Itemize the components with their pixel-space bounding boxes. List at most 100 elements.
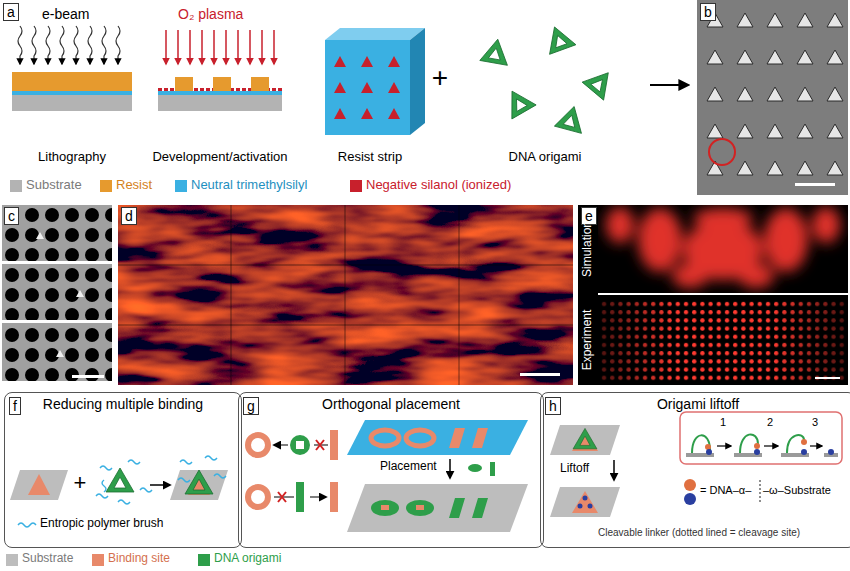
origami-liftoff-illustration-part <box>550 487 620 517</box>
panel-letter: g <box>243 397 259 415</box>
orthogonal-placement-illustration-part <box>449 498 488 518</box>
fluorescence-mosaic <box>118 205 573 385</box>
panel-letter: f <box>9 397 21 415</box>
panel-letter: a <box>3 3 19 21</box>
afm-images-part <box>2 205 112 261</box>
resist-strip-block-part <box>325 28 425 40</box>
row-label: Simulation <box>581 221 595 277</box>
linker-label: –ω–Substrate <box>763 484 831 497</box>
dna-origami-triangles-part <box>500 84 536 119</box>
orthogonal-placement-illustration-part <box>310 496 326 498</box>
development-step-part <box>274 30 275 64</box>
sem-image <box>697 0 848 195</box>
simulation-experiment-part-part <box>606 207 840 288</box>
orthogonal-placement-illustration-part <box>406 430 434 446</box>
lithography-step-part <box>12 91 132 95</box>
afm-images-part <box>2 264 112 320</box>
legend-text: Resist <box>116 178 152 193</box>
simulation-experiment-part-part-part <box>738 264 774 288</box>
orthogonal-placement-illustration-part <box>347 484 528 532</box>
lithography-step-part <box>46 26 50 64</box>
multiple-binding-illustration-part <box>170 470 228 500</box>
sem-image-part <box>697 0 848 195</box>
development-step-part <box>158 95 282 111</box>
orthogonal-placement-illustration-part <box>449 428 488 448</box>
development-step-part <box>158 91 282 95</box>
origami-liftoff-illustration-part <box>754 443 760 449</box>
brush-label: Entropic polymer brush <box>40 517 163 531</box>
beam-label: e-beam <box>42 6 89 22</box>
legend-swatch <box>6 554 18 566</box>
multiple-binding-illustration-part-part <box>96 494 108 498</box>
orthogonal-placement-illustration-part <box>449 459 451 478</box>
simulation-experiment-part-part-part <box>812 207 840 243</box>
step-label: Placement <box>380 460 437 474</box>
legend-text: Neutral trimethylsilyl <box>191 178 307 193</box>
simulation-experiment-part-part-part <box>672 264 708 288</box>
note-text: Cleavable linker (dotted lined = cleavag… <box>598 527 800 539</box>
orthogonal-placement-illustration-part <box>248 435 268 455</box>
step-number: 3 <box>812 416 818 429</box>
orthogonal-placement-illustration-part <box>468 464 482 472</box>
origami-liftoff-illustration-part <box>705 444 711 450</box>
legend-swatch <box>198 554 210 566</box>
multiple-binding-illustration-part <box>185 470 213 494</box>
orthogonal-placement-illustration-part <box>406 500 434 516</box>
lithography-step-part <box>12 72 132 91</box>
orthogonal-placement-illustration-part <box>296 441 304 449</box>
origami-liftoff-illustration-part <box>680 412 842 464</box>
multiple-binding-illustration-part-part <box>102 480 106 492</box>
multiple-binding-illustration-part <box>106 468 134 492</box>
multiple-binding-illustration-part <box>96 460 152 504</box>
orthogonal-placement-illustration-part <box>330 430 338 460</box>
step-label: Liftoff <box>560 462 589 476</box>
origami-liftoff-illustration-part <box>578 504 583 509</box>
multiple-binding-illustration-part-part <box>140 488 152 492</box>
afm-images-part <box>72 375 104 378</box>
origami-liftoff-illustration-part <box>787 435 804 453</box>
development-step-part <box>262 30 263 64</box>
panel-letter: h <box>545 397 561 415</box>
dna-origami-triangles-part <box>480 37 512 65</box>
development-step-part <box>238 30 239 64</box>
legend-swatch <box>92 554 104 566</box>
multiple-binding-illustration-part <box>178 456 226 482</box>
orthogonal-placement-illustration <box>248 420 528 532</box>
orthogonal-placement-illustration-part <box>347 420 528 455</box>
origami-liftoff-illustration-part <box>764 445 778 446</box>
orthogonal-placement-illustration-part <box>248 487 268 507</box>
resist-strip-block-part <box>388 108 400 119</box>
origami-liftoff-illustration-part <box>801 449 807 455</box>
step-number: 1 <box>720 416 726 429</box>
resist-strip-block-part <box>361 56 373 67</box>
simulation-experiment-part-part-part <box>638 208 682 272</box>
legend-text: Binding site <box>108 552 170 566</box>
multiple-binding-illustration-part-part <box>128 460 140 464</box>
origami-liftoff-illustration <box>550 412 842 517</box>
step-label: Resist strip <box>338 150 402 165</box>
orthogonal-placement-illustration-part <box>274 496 294 498</box>
orthogonal-placement-illustration-part <box>278 492 286 502</box>
resist-strip-block-part <box>334 108 346 119</box>
simulation-experiment-part-part-part <box>693 208 753 228</box>
resist-strip-block-part <box>388 56 400 67</box>
legend-swatch <box>350 180 362 192</box>
origami-liftoff-illustration-part <box>583 496 588 501</box>
development-step-part <box>214 30 215 64</box>
multiple-binding-illustration-part-part <box>178 478 190 482</box>
lithography-step-part <box>88 26 92 64</box>
orthogonal-placement-illustration-part <box>371 500 399 516</box>
multiple-binding-illustration-part-part <box>180 460 192 464</box>
simulation-experiment-part <box>815 377 840 379</box>
dna-origami-triangles-part <box>541 22 576 54</box>
simulation-experiment-part <box>578 205 848 385</box>
orthogonal-placement-illustration-part <box>416 505 424 510</box>
panel-title: Orthogonal placement <box>239 396 543 412</box>
fluorescence-mosaic-part <box>118 205 573 385</box>
simulation-experiment <box>578 205 848 385</box>
development-step-part <box>202 30 203 64</box>
development-step-part <box>226 30 227 64</box>
simulation-experiment-part <box>606 207 840 288</box>
plus-sign: + <box>74 470 87 495</box>
